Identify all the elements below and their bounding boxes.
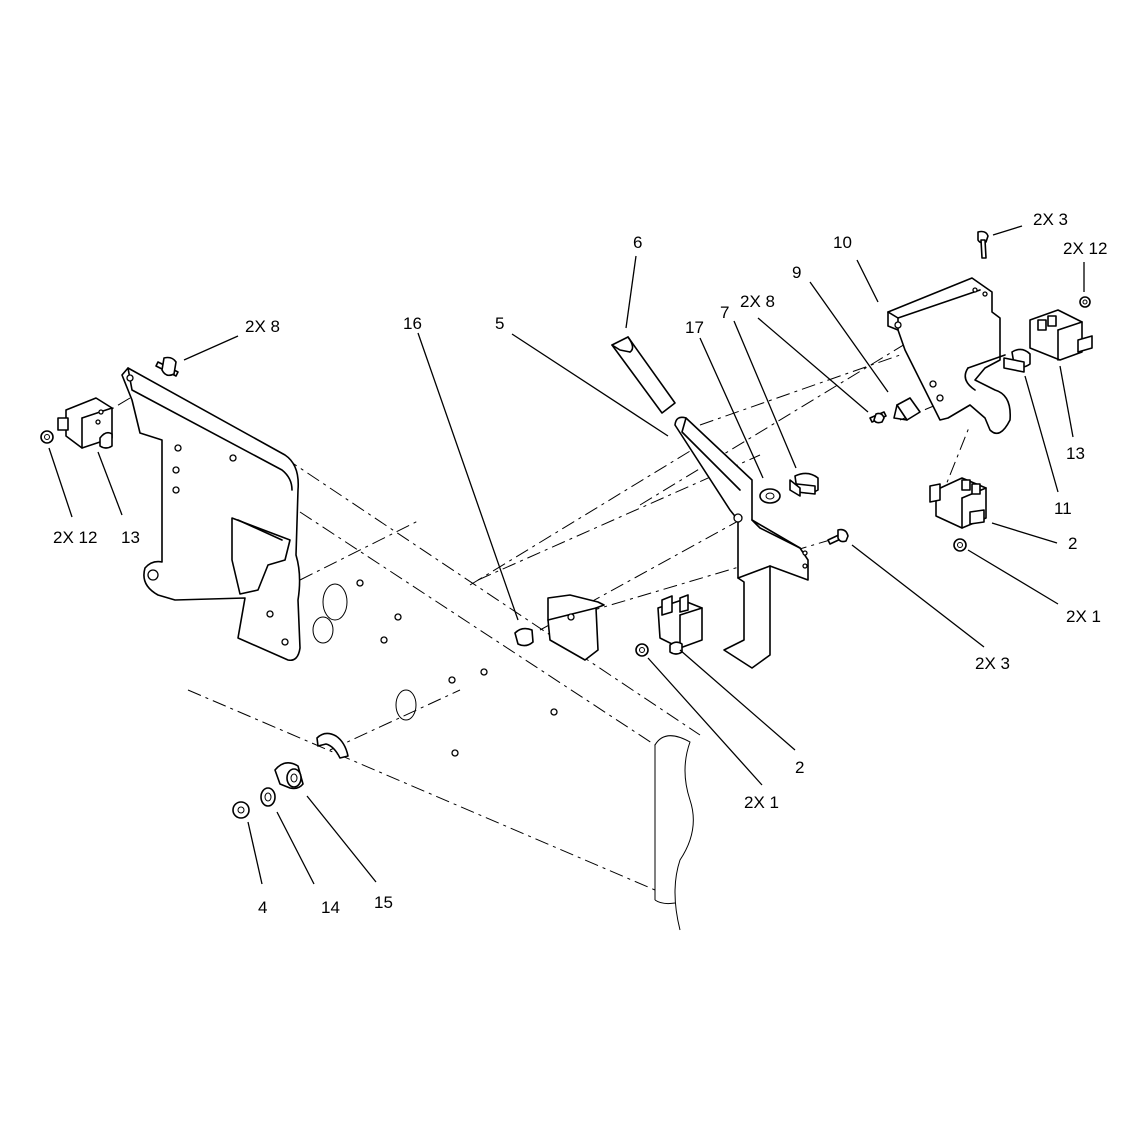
left-bolt (155, 356, 179, 377)
washer-and-bolt (759, 472, 819, 504)
frame-body (187, 457, 701, 931)
callout-labels: 2X 3 2X 12 10 9 6 2X 8 7 17 5 16 2X 8 2X… (53, 210, 1107, 917)
callout-2x3-right: 2X 3 (975, 654, 1010, 673)
callout-11: 11 (1054, 499, 1072, 518)
callout-5: 5 (495, 314, 504, 333)
callout-13-right: 13 (1066, 444, 1085, 463)
callout-16: 16 (403, 314, 422, 333)
callout-17: 17 (685, 318, 704, 337)
top-right-switch (1003, 296, 1093, 373)
callout-6: 6 (633, 233, 642, 252)
lever-arm (674, 416, 809, 669)
callout-2x8-left: 2X 8 (245, 317, 280, 336)
left-mounting-plate (121, 367, 301, 662)
callout-2x3-top: 2X 3 (1033, 210, 1068, 229)
handle-grip (611, 336, 676, 414)
middle-switch (635, 594, 703, 657)
callout-2x8-mid: 2X 8 (740, 292, 775, 311)
upper-right-bracket (887, 277, 1012, 435)
callout-10: 10 (833, 233, 852, 252)
clip-bracket (514, 594, 605, 661)
callout-9: 9 (792, 263, 801, 282)
callout-4: 4 (258, 898, 267, 917)
callout-14: 14 (321, 898, 340, 917)
callout-2x1-mid: 2X 1 (744, 793, 779, 812)
callout-2x12-top: 2X 12 (1063, 239, 1107, 258)
callout-2x12-left: 2X 12 (53, 528, 97, 547)
right-screw-lower (827, 528, 849, 545)
callout-7: 7 (720, 303, 729, 322)
callout-2-right: 2 (1068, 534, 1077, 553)
callout-2x1-right: 2X 1 (1066, 607, 1101, 626)
leader-lines (48, 225, 1085, 885)
callout-2-mid: 2 (795, 758, 804, 777)
bottom-hardware (232, 732, 349, 819)
callout-13-left: 13 (121, 528, 140, 547)
left-switch (40, 397, 113, 449)
top-screw (977, 230, 989, 259)
small-clip (869, 397, 921, 424)
right-lower-switch (929, 477, 987, 552)
callout-15: 15 (374, 893, 393, 912)
